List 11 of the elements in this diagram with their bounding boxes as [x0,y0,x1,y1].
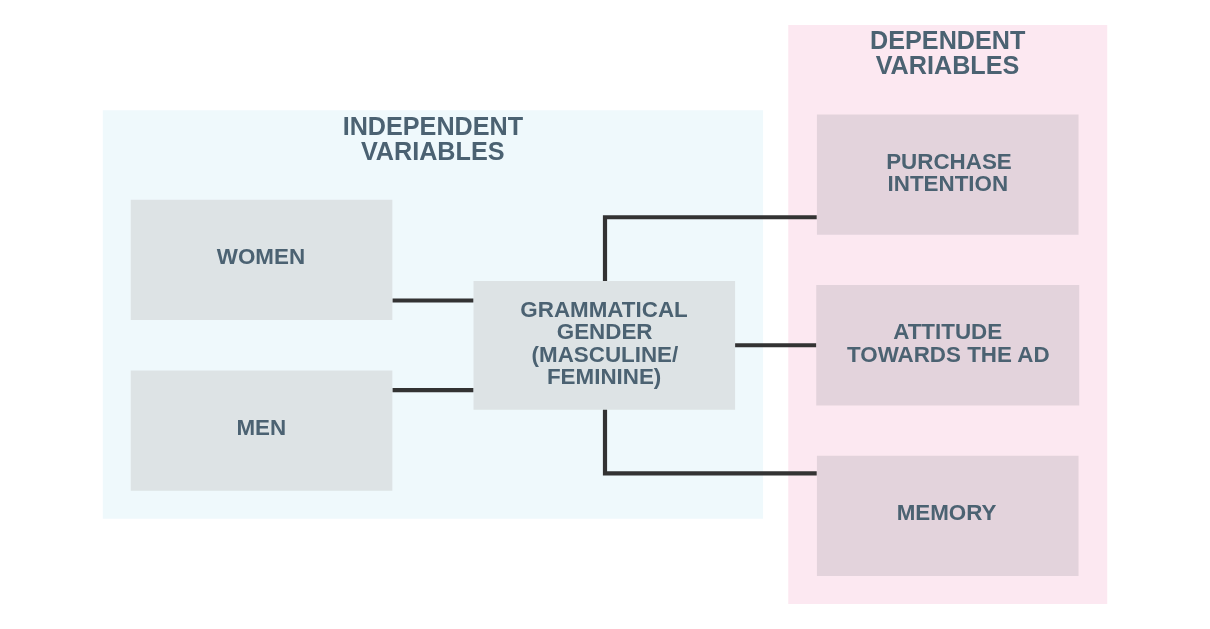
connector [392,298,474,303]
node-box: WOMEN [130,199,393,321]
node-box: MEN [130,370,393,491]
node-box: PURCHASE INTENTION [816,114,1079,235]
node-box: GRAMMATICAL GENDER (MASCULINE/ FEMININE) [473,280,736,410]
connector [602,215,817,281]
node-box: MEMORY [816,455,1079,577]
connector [735,343,817,348]
connector [392,387,474,393]
node-box: ATTITUDE TOWARDS THE AD [816,285,1080,406]
connector [602,409,817,476]
